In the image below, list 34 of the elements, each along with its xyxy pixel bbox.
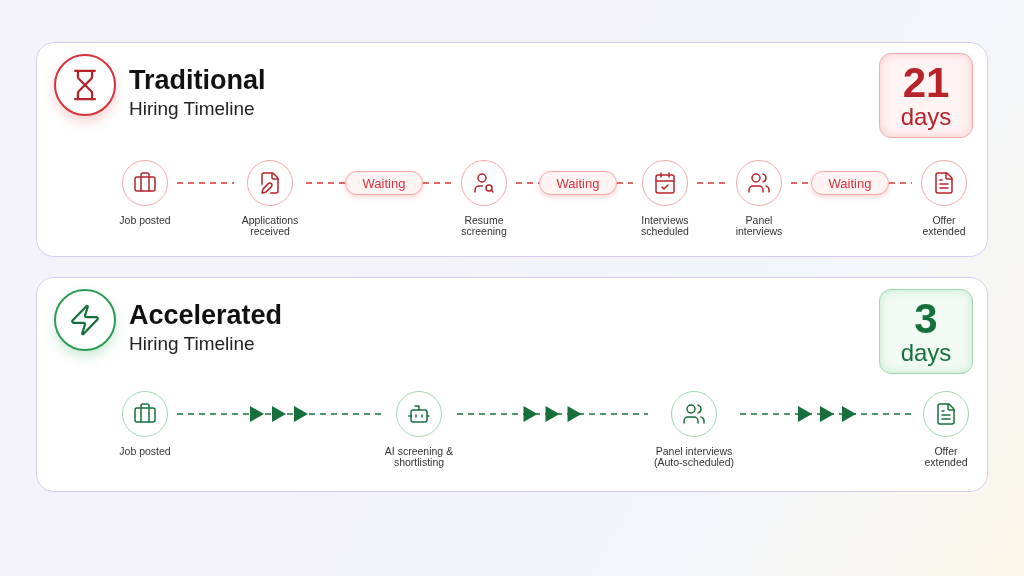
connector-line bbox=[888, 182, 913, 184]
panel-subtitle: Hiring Timeline bbox=[129, 334, 255, 353]
arrow bbox=[176, 406, 382, 422]
arrow bbox=[456, 406, 649, 422]
duration-number: 3 bbox=[914, 297, 938, 340]
panel-subtitle: Hiring Timeline bbox=[129, 99, 255, 118]
step-label: Offer extended bbox=[923, 446, 969, 469]
step-label: Offer extended bbox=[921, 215, 967, 238]
connector-line bbox=[422, 182, 453, 184]
timeline-panel bbox=[36, 277, 988, 492]
step-label: Panel interviews bbox=[734, 215, 784, 238]
connector-line bbox=[616, 182, 634, 184]
timeline-panel bbox=[36, 42, 988, 257]
step-label: Interviews scheduled bbox=[640, 215, 690, 238]
step-label: Job posted bbox=[119, 446, 171, 457]
status-pill: Waiting bbox=[539, 171, 617, 195]
step-label: Resume screening bbox=[460, 215, 508, 238]
step-label: Applications received bbox=[240, 215, 300, 238]
duration-unit: days bbox=[900, 339, 952, 366]
connector-line bbox=[696, 182, 728, 184]
connector-line bbox=[515, 182, 540, 184]
panel-title: Traditional bbox=[129, 67, 266, 94]
duration-box bbox=[879, 289, 973, 374]
connector-line bbox=[305, 182, 346, 184]
step-label: Panel interviews (Auto-scheduled) bbox=[653, 446, 735, 469]
duration-number: 21 bbox=[902, 61, 950, 104]
connector-line bbox=[176, 182, 235, 184]
step-label: AI screening & shortlisting bbox=[383, 446, 455, 469]
step-label: Job posted bbox=[119, 215, 171, 226]
status-pill: Waiting bbox=[345, 171, 423, 195]
duration-unit: days bbox=[900, 103, 952, 130]
duration-box bbox=[879, 53, 973, 138]
status-pill: Waiting bbox=[811, 171, 889, 195]
panel-title: Accelerated bbox=[129, 302, 283, 329]
